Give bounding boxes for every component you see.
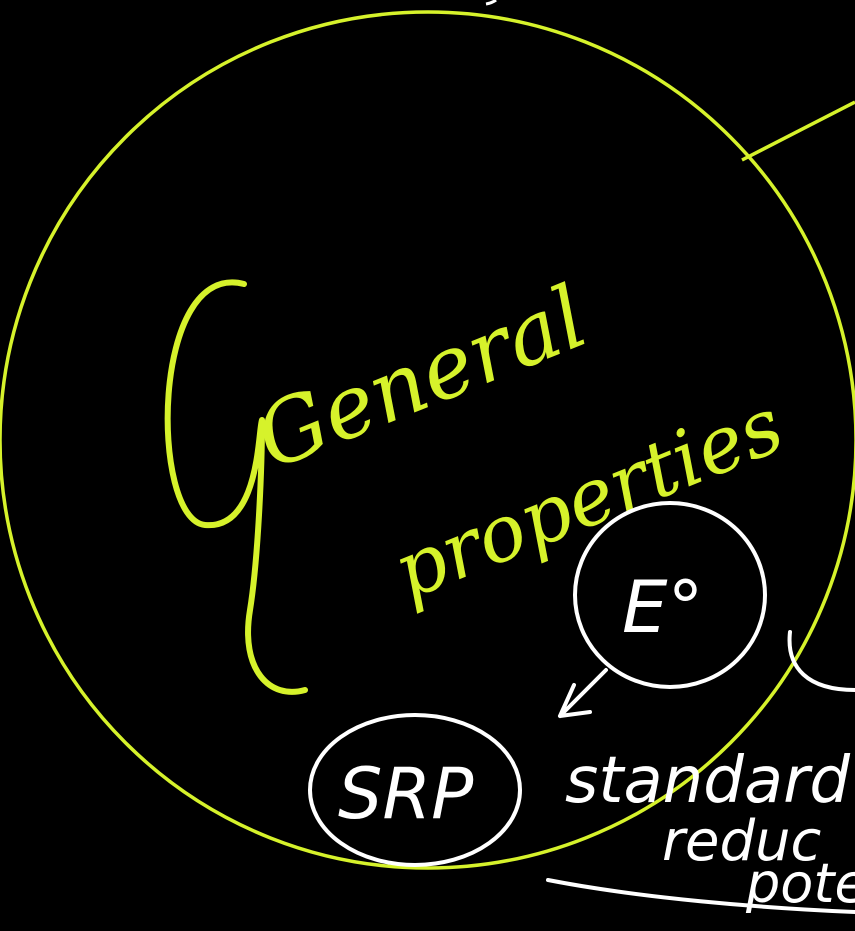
srp-circle-label: SRP bbox=[338, 753, 474, 835]
annotation-line-reduc: reduc bbox=[662, 809, 822, 874]
title-word-general: General bbox=[242, 267, 600, 489]
e-circle bbox=[573, 501, 767, 689]
underline-stroke bbox=[546, 878, 855, 914]
arrow-to-srp bbox=[558, 668, 608, 718]
annotation-line-standard: standard bbox=[565, 744, 850, 818]
general-properties-circle bbox=[0, 10, 855, 870]
top-stroke bbox=[485, 0, 497, 6]
brace-stroke bbox=[787, 630, 855, 692]
srp-circle bbox=[308, 713, 522, 867]
connector-line bbox=[741, 100, 855, 162]
annotation-line-pote: pote bbox=[745, 852, 855, 915]
e-circle-label: E° bbox=[622, 565, 704, 649]
capital-g-stroke bbox=[164, 279, 308, 695]
